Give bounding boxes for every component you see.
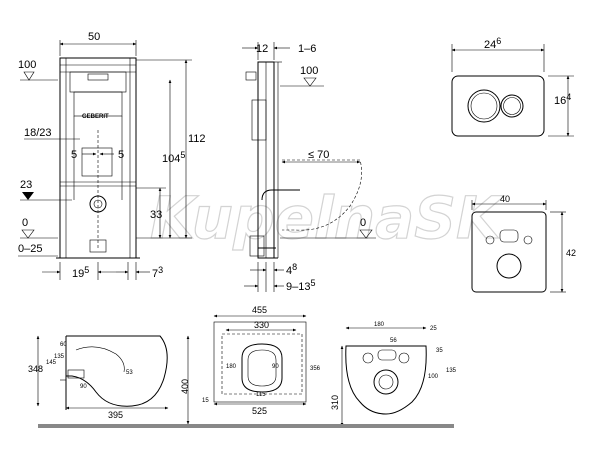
dim-plate-width: 246 xyxy=(484,36,501,51)
dim-top-180: 180 xyxy=(226,364,237,370)
dim-back-310: 310 xyxy=(330,395,340,410)
flush-button-large xyxy=(467,89,501,123)
watermark: KupelnaSK xyxy=(150,184,505,252)
dim-back-135: 135 xyxy=(446,368,457,374)
side-level-100: 100 xyxy=(300,65,318,77)
dim-depth-range: 1–6 xyxy=(298,43,316,55)
toilet-top-view: 455 330 356 180 90 115 15 525 xyxy=(202,305,321,416)
frame-outline xyxy=(59,57,137,259)
dim-top-15: 15 xyxy=(202,398,209,404)
dim-wall-height: 42 xyxy=(566,248,576,258)
bowl-outline xyxy=(282,159,362,231)
dim-wall-width: 40 xyxy=(500,194,510,204)
dim-top-115: 115 xyxy=(256,392,266,398)
dim-plate-height: 164 xyxy=(554,92,571,107)
level-range: 0–25 xyxy=(18,243,42,255)
floor-line xyxy=(38,424,454,428)
toilet-back-outline xyxy=(345,345,427,415)
dim-back-56: 56 xyxy=(390,338,397,344)
drain-pipe xyxy=(89,239,107,253)
dim-top-525: 525 xyxy=(252,406,267,416)
dim-top-356: 356 xyxy=(310,366,321,372)
wall-plate-view: 40 42 xyxy=(471,194,576,293)
level-100: 100 xyxy=(18,59,36,71)
toilet-back-view: 180 25 56 35 100 135 310 xyxy=(330,322,457,427)
dim-top-330: 330 xyxy=(254,320,269,330)
cistern xyxy=(69,71,127,93)
dim-connection: 18/23 xyxy=(24,127,52,139)
dim-bottom-7: 73 xyxy=(152,265,163,280)
toilet-side-outline xyxy=(66,335,168,407)
dim-top-455: 455 xyxy=(252,305,267,315)
side-level-0: 0 xyxy=(360,217,366,229)
toilet-top-outline xyxy=(241,343,283,393)
dim-toilet-90: 90 xyxy=(80,384,87,390)
dim-top-90: 90 xyxy=(272,364,279,370)
front-view: GEBERIT 50 100 18/23 5 5 23 xyxy=(18,31,206,280)
side-drain xyxy=(249,235,265,257)
dim-bottom-19: 195 xyxy=(72,265,89,280)
toilet-side-view: 348 145 135 60 90 53 395 400 xyxy=(28,335,190,425)
dim-toilet-53: 53 xyxy=(126,370,133,376)
dim-height-33: 33 xyxy=(150,209,162,221)
dim-height-104: 1045 xyxy=(162,150,185,165)
dim-back-180: 180 xyxy=(374,322,385,328)
dim-toilet-348: 348 xyxy=(28,364,43,374)
dim-back-100: 100 xyxy=(428,374,439,380)
flush-button-small xyxy=(500,94,524,118)
dim-side-4: 48 xyxy=(286,262,297,277)
dim-toilet-60: 60 xyxy=(60,342,67,348)
dim-offset-left: 5 xyxy=(71,149,77,161)
dim-back-35: 35 xyxy=(436,348,443,354)
dim-width-50: 50 xyxy=(88,31,100,43)
dim-toilet-145: 145 xyxy=(46,360,57,366)
dim-height-112: 112 xyxy=(188,133,206,145)
dim-back-25: 25 xyxy=(430,326,437,332)
flush-plate-view: 246 164 xyxy=(451,36,574,137)
wall-plate xyxy=(471,211,547,293)
brand-label: GEBERIT xyxy=(82,114,109,120)
dim-toilet-135: 135 xyxy=(54,354,65,360)
dim-offset-right: 5 xyxy=(118,149,124,161)
level-0: 0 xyxy=(22,217,28,229)
dim-toilet-395: 395 xyxy=(108,410,123,420)
flush-plate xyxy=(451,75,545,137)
dim-toilet-400: 400 xyxy=(180,379,190,394)
dim-depth-12: 12 xyxy=(256,43,268,55)
dim-side-9: 9–135 xyxy=(286,278,316,293)
dim-projection: ≤ 70 xyxy=(308,149,329,161)
level-23: 23 xyxy=(20,179,32,191)
side-view: 12 1–6 100 ≤ 70 0 48 9–135 xyxy=(242,42,376,293)
